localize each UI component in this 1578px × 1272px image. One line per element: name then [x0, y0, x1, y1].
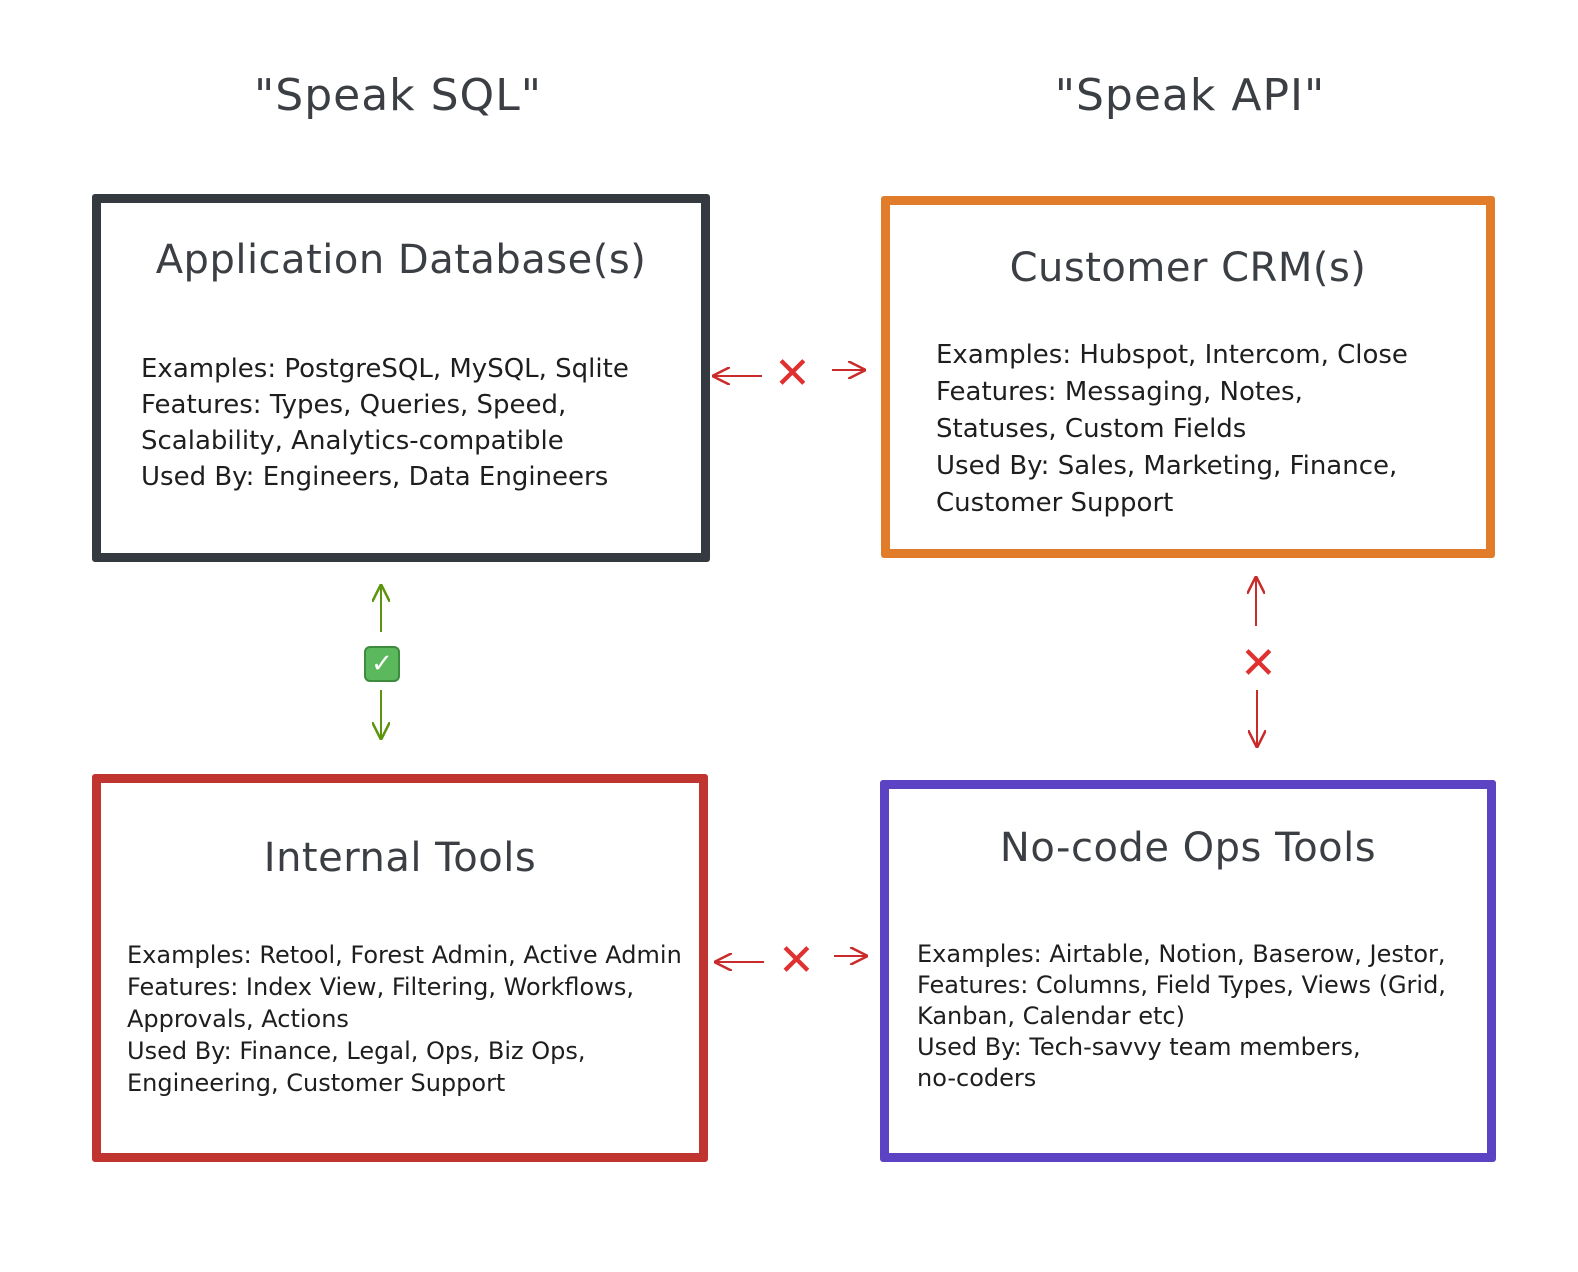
customer-crm-examples: Examples: Hubspot, Intercom, Close	[936, 340, 1408, 370]
nocode-ops-tools-details: Examples: Airtable, Notion, Baserow, Jes…	[917, 939, 1446, 1094]
internal-tools-details: Examples: Retool, Forest Admin, Active A…	[127, 939, 682, 1099]
cross-icon-crm-nocode: ✕	[1240, 638, 1277, 689]
nocode-ops-tools-features: Features: Columns, Field Types, Views (G…	[917, 971, 1446, 999]
nocode-ops-tools-used-by-cont: no-coders	[917, 1064, 1037, 1092]
internal-tools-features: Features: Index View, Filtering, Workflo…	[127, 973, 634, 1001]
customer-crm-used-by: Used By: Sales, Marketing, Finance,	[936, 451, 1398, 481]
customer-crm-used-by-cont: Customer Support	[936, 488, 1174, 518]
internal-tools-title: Internal Tools	[263, 835, 537, 881]
customer-crm-title: Customer CRM(s)	[1009, 245, 1367, 291]
customer-crm-features-cont: Statuses, Custom Fields	[936, 414, 1247, 444]
internal-tools-features-cont: Approvals, Actions	[127, 1005, 349, 1033]
nocode-ops-tools-box: No-code Ops Tools Examples: Airtable, No…	[880, 780, 1496, 1162]
application-database-features: Features: Types, Queries, Speed,	[141, 390, 567, 420]
check-icon-db-internal: ✓	[364, 646, 400, 682]
nocode-ops-tools-features-cont: Kanban, Calendar etc)	[917, 1002, 1185, 1030]
internal-tools-used-by-cont: Engineering, Customer Support	[127, 1069, 506, 1097]
customer-crm-features: Features: Messaging, Notes,	[936, 377, 1303, 407]
heading-speak-api: "Speak API"	[1054, 70, 1326, 121]
application-database-box: Application Database(s) Examples: Postgr…	[92, 194, 710, 562]
customer-crm-details: Examples: Hubspot, Intercom, Close Featu…	[936, 337, 1408, 522]
application-database-title: Application Database(s)	[155, 237, 647, 283]
nocode-ops-tools-examples: Examples: Airtable, Notion, Baserow, Jes…	[917, 940, 1446, 968]
internal-tools-examples: Examples: Retool, Forest Admin, Active A…	[127, 941, 682, 969]
application-database-details: Examples: PostgreSQL, MySQL, Sqlite Feat…	[141, 351, 629, 495]
nocode-ops-tools-used-by: Used By: Tech-savvy team members,	[917, 1033, 1361, 1061]
internal-tools-box: Internal Tools Examples: Retool, Forest …	[92, 774, 708, 1162]
heading-speak-sql: "Speak SQL"	[254, 70, 542, 121]
cross-icon-db-crm: ✕	[774, 348, 811, 399]
application-database-examples: Examples: PostgreSQL, MySQL, Sqlite	[141, 354, 629, 384]
cross-icon-internal-nocode: ✕	[778, 935, 815, 986]
nocode-ops-tools-title: No-code Ops Tools	[999, 825, 1377, 871]
application-database-used-by: Used By: Engineers, Data Engineers	[141, 462, 609, 492]
application-database-features-cont: Scalability, Analytics-compatible	[141, 426, 564, 456]
customer-crm-box: Customer CRM(s) Examples: Hubspot, Inter…	[881, 196, 1495, 558]
internal-tools-used-by: Used By: Finance, Legal, Ops, Biz Ops,	[127, 1037, 586, 1065]
